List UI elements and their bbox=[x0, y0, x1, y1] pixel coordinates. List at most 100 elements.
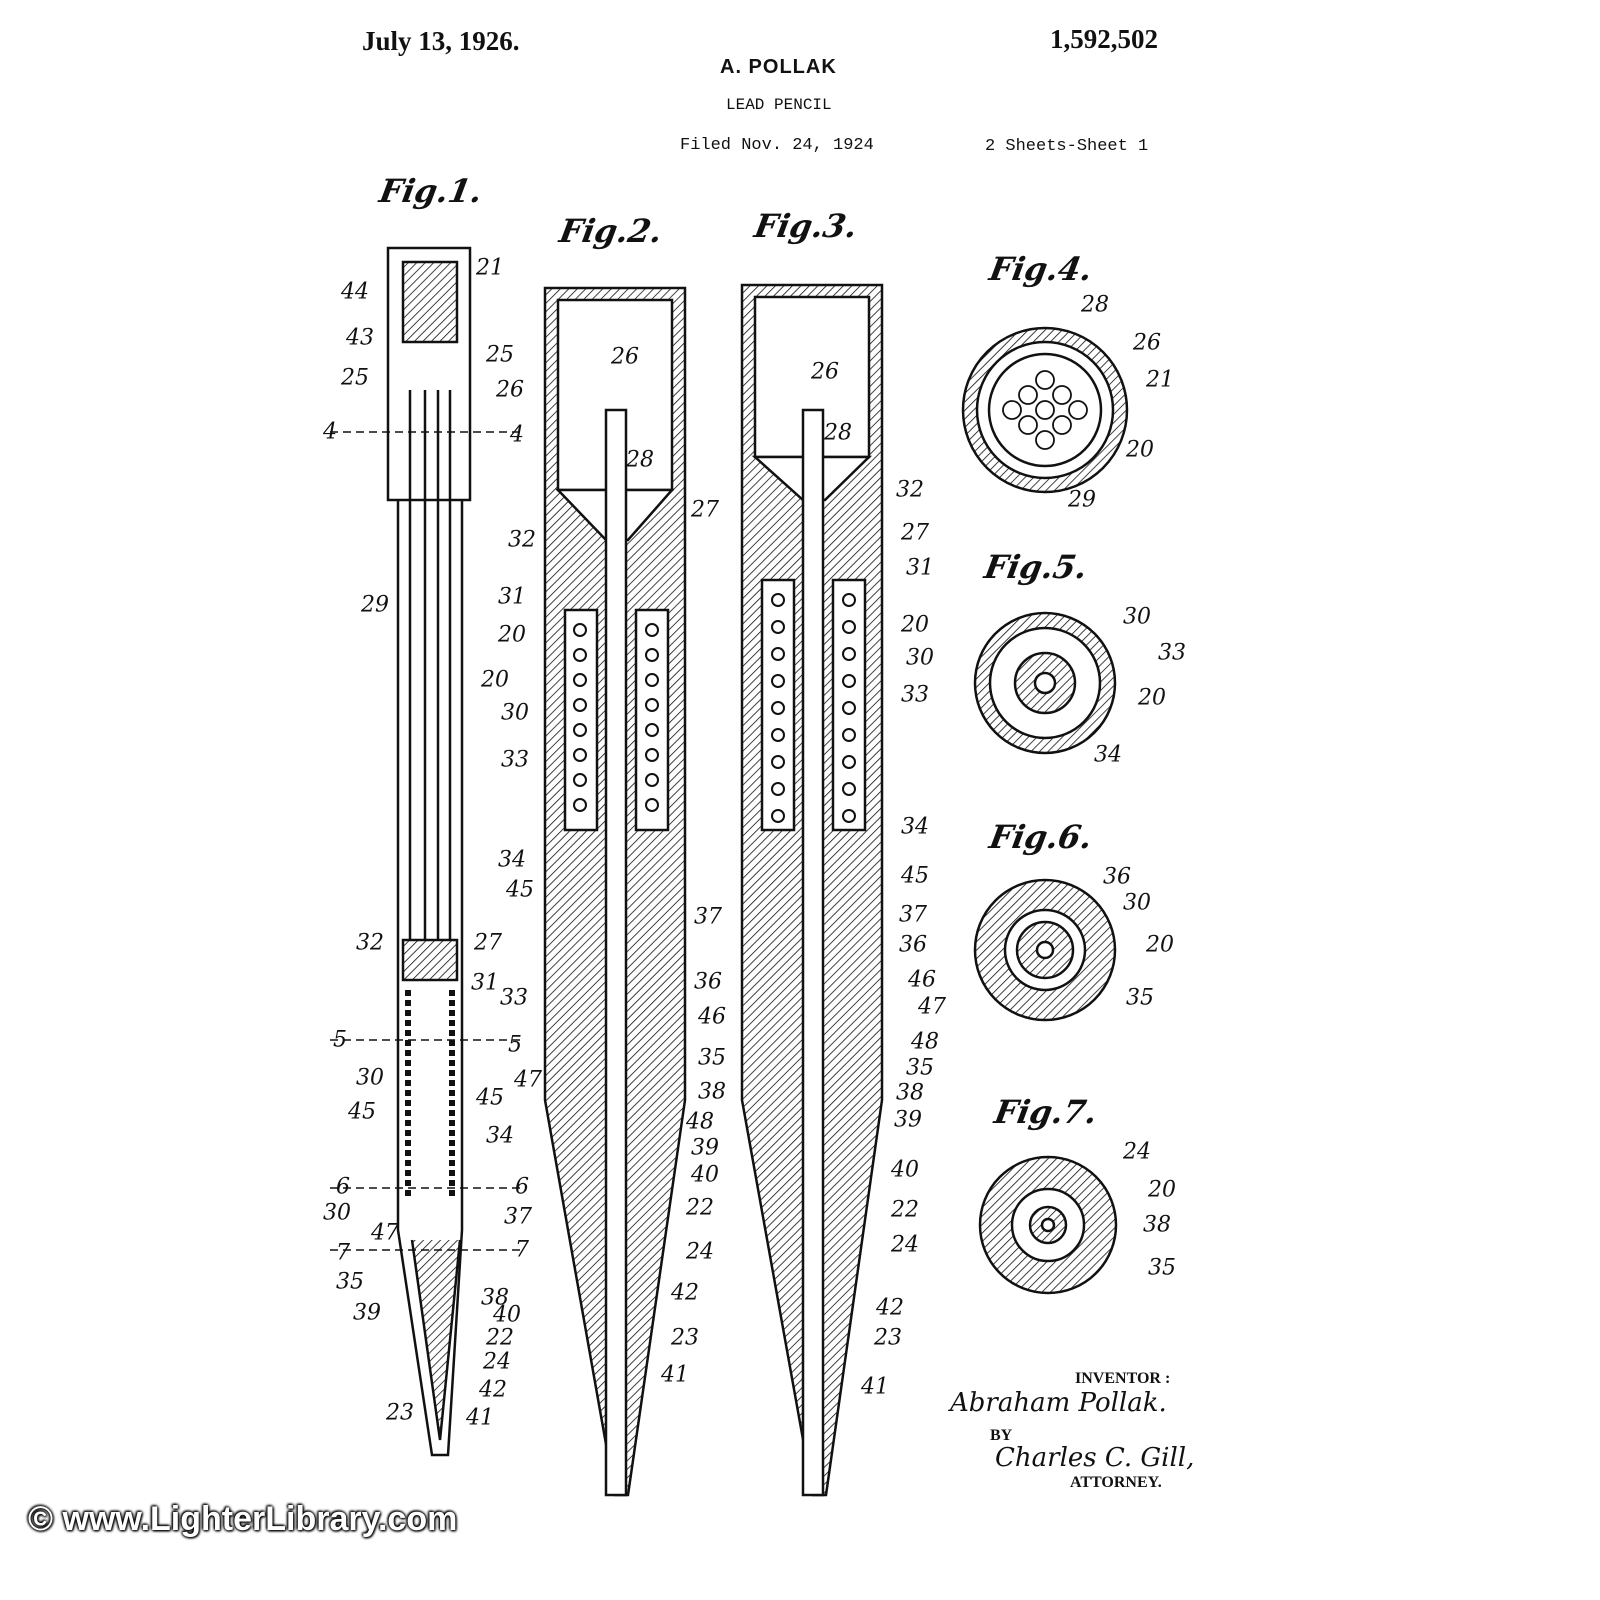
fig6-reference-numeral: 30 bbox=[1123, 890, 1151, 916]
fig3-reference-numeral: 48 bbox=[911, 1029, 939, 1055]
fig2-reference-numeral: 33 bbox=[501, 747, 529, 773]
fig3-reference-numeral: 47 bbox=[918, 994, 946, 1020]
fig3-reference-numeral: 39 bbox=[894, 1107, 922, 1133]
fig3-reference-numeral: 24 bbox=[891, 1232, 919, 1258]
fig2-title: Fig.2. bbox=[556, 212, 666, 250]
patent-title: LEAD PENCIL bbox=[726, 96, 832, 114]
attorney-label: ATTORNEY. bbox=[1070, 1474, 1162, 1491]
fig2-reference-numeral: 22 bbox=[686, 1195, 714, 1221]
fig2-reference-numeral: 46 bbox=[698, 1004, 726, 1030]
watermark: © www.LighterLibrary.com bbox=[28, 1500, 458, 1538]
fig2-reference-numeral: 34 bbox=[498, 847, 526, 873]
fig1-reference-numeral: 4 bbox=[323, 419, 337, 445]
fig2-reference-numeral: 47 bbox=[514, 1067, 542, 1093]
fig5-reference-numeral: 20 bbox=[1138, 685, 1166, 711]
fig1-reference-numeral: 29 bbox=[361, 592, 389, 618]
fig1-title: Fig.1. bbox=[376, 172, 486, 210]
fig3-reference-numeral: 27 bbox=[901, 520, 929, 546]
fig1-reference-numeral: 34 bbox=[486, 1123, 514, 1149]
fig1-reference-numeral: 5 bbox=[508, 1032, 522, 1058]
fig6-reference-numeral: 20 bbox=[1146, 932, 1174, 958]
fig1-reference-numeral: 7 bbox=[515, 1237, 529, 1263]
fig3-reference-numeral: 46 bbox=[908, 967, 936, 993]
fig3-reference-numeral: 34 bbox=[901, 814, 929, 840]
fig2-reference-numeral: 40 bbox=[691, 1162, 719, 1188]
fig1-reference-numeral: 44 bbox=[341, 279, 369, 305]
fig1-reference-numeral: 35 bbox=[336, 1269, 364, 1295]
fig5-title: Fig.5. bbox=[981, 548, 1091, 586]
fig6-cross-section bbox=[973, 878, 1117, 1022]
fig1-reference-numeral: 6 bbox=[336, 1174, 350, 1200]
fig2-reference-numeral: 36 bbox=[694, 969, 722, 995]
fig1-reference-numeral: 45 bbox=[348, 1099, 376, 1125]
fig1-reference-numeral: 45 bbox=[476, 1085, 504, 1111]
fig1-reference-numeral: 30 bbox=[356, 1065, 384, 1091]
fig4-reference-numeral: 28 bbox=[1081, 292, 1109, 318]
fig7-title: Fig.7. bbox=[991, 1093, 1101, 1131]
fig3-reference-numeral: 31 bbox=[906, 555, 934, 581]
fig5-reference-numeral: 30 bbox=[1123, 604, 1151, 630]
fig1-reference-numeral: 42 bbox=[479, 1377, 507, 1403]
fig5-reference-numeral: 34 bbox=[1094, 742, 1122, 768]
fig7-reference-numeral: 35 bbox=[1148, 1255, 1176, 1281]
fig4-cross-section bbox=[961, 326, 1129, 494]
filed-date: Filed Nov. 24, 1924 bbox=[680, 136, 874, 155]
fig1-reference-numeral: 22 bbox=[486, 1325, 514, 1351]
fig3-reference-numeral: 37 bbox=[899, 902, 927, 928]
fig1-reference-numeral: 25 bbox=[486, 342, 514, 368]
fig7-cross-section bbox=[978, 1155, 1118, 1295]
attorney-signature: Charles C. Gill, bbox=[995, 1443, 1195, 1473]
fig4-reference-numeral: 20 bbox=[1126, 437, 1154, 463]
fig2-reference-numeral: 41 bbox=[661, 1362, 689, 1388]
fig2-reference-numeral: 31 bbox=[498, 584, 526, 610]
patent-number: 1,592,502 bbox=[1050, 24, 1158, 54]
fig1-reference-numeral: 33 bbox=[500, 985, 528, 1011]
fig3-reference-numeral: 22 bbox=[891, 1197, 919, 1223]
fig2-reference-numeral: 48 bbox=[686, 1109, 714, 1135]
fig2-reference-numeral: 24 bbox=[686, 1239, 714, 1265]
fig2-reference-numeral: 26 bbox=[611, 344, 639, 370]
fig3-reference-numeral: 20 bbox=[901, 612, 929, 638]
fig5-reference-numeral: 33 bbox=[1158, 640, 1186, 666]
fig1-reference-numeral: 40 bbox=[493, 1302, 521, 1328]
fig2-reference-numeral: 32 bbox=[508, 527, 536, 553]
fig1-reference-numeral: 27 bbox=[474, 930, 502, 956]
fig3-reference-numeral: 42 bbox=[876, 1295, 904, 1321]
fig2-reference-numeral: 23 bbox=[671, 1325, 699, 1351]
fig2-reference-numeral: 20 bbox=[498, 622, 526, 648]
fig3-reference-numeral: 45 bbox=[901, 863, 929, 889]
fig1-reference-numeral: 32 bbox=[356, 930, 384, 956]
fig2-reference-numeral: 35 bbox=[698, 1045, 726, 1071]
fig3-reference-numeral: 26 bbox=[811, 359, 839, 385]
fig1-reference-numeral: 30 bbox=[323, 1200, 351, 1226]
fig6-reference-numeral: 35 bbox=[1126, 985, 1154, 1011]
fig1-reference-numeral: 39 bbox=[353, 1300, 381, 1326]
fig1-reference-numeral: 43 bbox=[346, 325, 374, 351]
fig1-reference-numeral: 20 bbox=[481, 667, 509, 693]
fig7-reference-numeral: 24 bbox=[1123, 1139, 1151, 1165]
fig1-reference-numeral: 38 bbox=[481, 1285, 509, 1311]
sheet-count: 2 Sheets-Sheet 1 bbox=[985, 137, 1149, 156]
fig3-reference-numeral: 32 bbox=[896, 477, 924, 503]
fig3-reference-numeral: 33 bbox=[901, 682, 929, 708]
fig4-reference-numeral: 29 bbox=[1068, 487, 1096, 513]
fig3-pencil-section bbox=[740, 283, 884, 1497]
fig5-cross-section bbox=[973, 611, 1117, 755]
fig3-reference-numeral: 23 bbox=[874, 1325, 902, 1351]
fig4-reference-numeral: 26 bbox=[1133, 330, 1161, 356]
fig1-reference-numeral: 26 bbox=[496, 377, 524, 403]
fig4-reference-numeral: 21 bbox=[1146, 367, 1174, 393]
fig3-reference-numeral: 35 bbox=[906, 1055, 934, 1081]
fig2-reference-numeral: 30 bbox=[501, 700, 529, 726]
fig2-reference-numeral: 27 bbox=[691, 497, 719, 523]
fig3-reference-numeral: 38 bbox=[896, 1080, 924, 1106]
fig2-reference-numeral: 28 bbox=[626, 447, 654, 473]
fig7-reference-numeral: 38 bbox=[1143, 1212, 1171, 1238]
fig2-reference-numeral: 37 bbox=[694, 904, 722, 930]
fig1-reference-numeral: 37 bbox=[504, 1204, 532, 1230]
fig2-reference-numeral: 42 bbox=[671, 1280, 699, 1306]
fig1-reference-numeral: 7 bbox=[336, 1240, 350, 1266]
fig1-reference-numeral: 5 bbox=[333, 1027, 347, 1053]
